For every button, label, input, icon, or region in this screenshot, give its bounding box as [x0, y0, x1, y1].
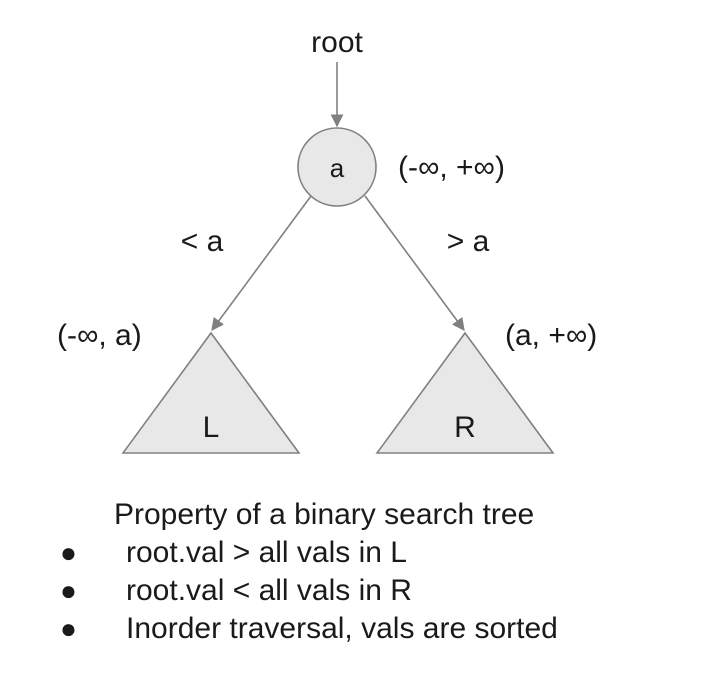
left-interval-label: (-∞, a): [57, 319, 142, 352]
property-list: ● root.val > all vals in L ● root.val < …: [52, 534, 702, 648]
root-interval-label: (-∞, +∞): [398, 151, 505, 184]
bst-property-section: Property of a binary search tree ● root.…: [52, 496, 702, 648]
left-subtree-triangle: [121, 331, 301, 454]
root-label: root: [311, 26, 363, 59]
left-edge-arrow: [211, 195, 312, 332]
property-item: ● root.val > all vals in L: [52, 534, 702, 572]
property-item: ● root.val < all vals in R: [52, 572, 702, 610]
left-edge-label: < a: [181, 225, 224, 258]
right-edge-label: > a: [447, 225, 490, 258]
left-subtree-label: L: [203, 411, 220, 444]
right-interval-label: (a, +∞): [505, 319, 597, 352]
right-subtree-triangle: [375, 331, 555, 454]
bullet-icon: ●: [60, 537, 77, 568]
right-edge-arrow: [364, 195, 465, 332]
bullet-icon: ●: [60, 575, 77, 606]
property-item: ● Inorder traversal, vals are sorted: [52, 610, 702, 648]
root-node-label: a: [330, 153, 345, 183]
property-item-text: root.val > all vals in L: [126, 536, 407, 569]
right-subtree-label: R: [454, 411, 476, 444]
property-item-text: Inorder traversal, vals are sorted: [126, 612, 558, 645]
property-item-text: root.val < all vals in R: [126, 574, 412, 607]
property-title: Property of a binary search tree: [114, 498, 535, 531]
bullet-icon: ●: [60, 613, 77, 644]
root-node: [297, 127, 377, 207]
